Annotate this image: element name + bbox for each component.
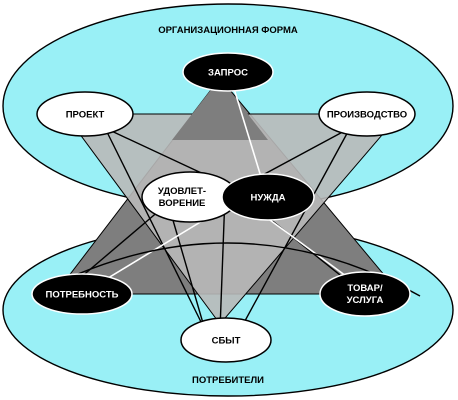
node-udovletvorenie: УДОВЛЕТ- ВОРЕНИЕ — [141, 171, 239, 223]
node-potrebnost: ПОТРЕБНОСТЬ — [31, 273, 133, 315]
node-sbyt-label: СБЫТ — [212, 336, 241, 347]
consumers-label: ПОТРЕБИТЕЛИ — [192, 375, 264, 386]
node-proizvodstvo-label: ПРОИЗВОДСТВО — [327, 110, 407, 121]
node-sbyt: СБЫТ — [180, 317, 272, 363]
node-udovletvorenie-line1: УДОВЛЕТ- — [158, 186, 206, 197]
node-proekt-label: ПРОЕКТ — [66, 110, 105, 121]
node-proizvodstvo: ПРОИЗВОДСТВО — [318, 91, 416, 137]
node-nuzhda-label: НУЖДА — [251, 193, 286, 204]
organizational-form-label: ОРГАНИЗАЦИОННАЯ ФОРМА — [158, 25, 298, 36]
node-tovar-line2: УСЛУГА — [347, 295, 384, 306]
node-tovar-line1: ТОВАР/ — [347, 283, 383, 294]
node-nuzhda: НУЖДА — [221, 173, 315, 221]
node-proekt: ПРОЕКТ — [36, 91, 134, 137]
node-zapros: ЗАПРОС — [182, 52, 274, 92]
node-tovar: ТОВАР/ УСЛУГА — [319, 271, 411, 317]
node-udovletvorenie-line2: ВОРЕНИЕ — [159, 198, 206, 209]
overlap-region — [172, 78, 268, 140]
node-zapros-label: ЗАПРОС — [208, 68, 248, 79]
node-potrebnost-label: ПОТРЕБНОСТЬ — [45, 290, 118, 301]
